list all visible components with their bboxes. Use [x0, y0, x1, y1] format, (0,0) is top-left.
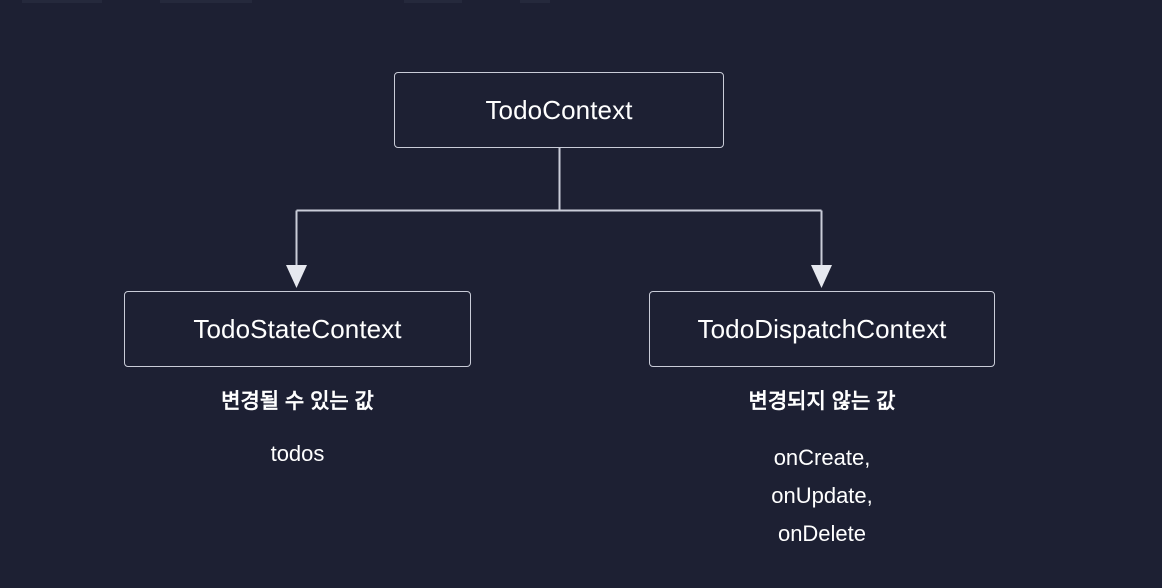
- node-todo-dispatch-context[interactable]: TodoDispatchContext: [649, 291, 995, 367]
- caption-state-item: todos: [270, 441, 325, 467]
- caption-dispatch-title: 변경되지 않는 값: [748, 390, 896, 413]
- node-todo-state-context-label: TodoStateContext: [193, 314, 402, 344]
- caption-dispatch-items: onCreate, onUpdate, onDelete: [649, 439, 995, 553]
- node-todo-dispatch-context-label: TodoDispatchContext: [697, 314, 947, 344]
- caption-todo-dispatch-context: 변경되지 않는 값 onCreate, onUpdate, onDelete: [649, 390, 995, 553]
- arrowhead-to-state-context: [286, 265, 307, 288]
- arrowhead-to-dispatch-context: [811, 265, 832, 288]
- node-todo-state-context[interactable]: TodoStateContext: [124, 291, 471, 367]
- caption-state-items: todos: [124, 435, 471, 473]
- caption-dispatch-item: onUpdate,: [771, 483, 873, 509]
- node-todo-context[interactable]: TodoContext: [394, 72, 724, 148]
- cropped-toolbar-sliver: [160, 0, 252, 3]
- node-todo-context-label: TodoContext: [485, 95, 633, 125]
- cropped-toolbar-sliver: [520, 0, 550, 3]
- caption-dispatch-item: onCreate,: [773, 445, 871, 471]
- cropped-toolbar-sliver: [404, 0, 462, 3]
- caption-todo-state-context: 변경될 수 있는 값 todos: [124, 390, 471, 473]
- caption-state-title: 변경될 수 있는 값: [221, 390, 374, 413]
- caption-dispatch-item: onDelete: [777, 521, 867, 547]
- cropped-toolbar-sliver: [22, 0, 102, 3]
